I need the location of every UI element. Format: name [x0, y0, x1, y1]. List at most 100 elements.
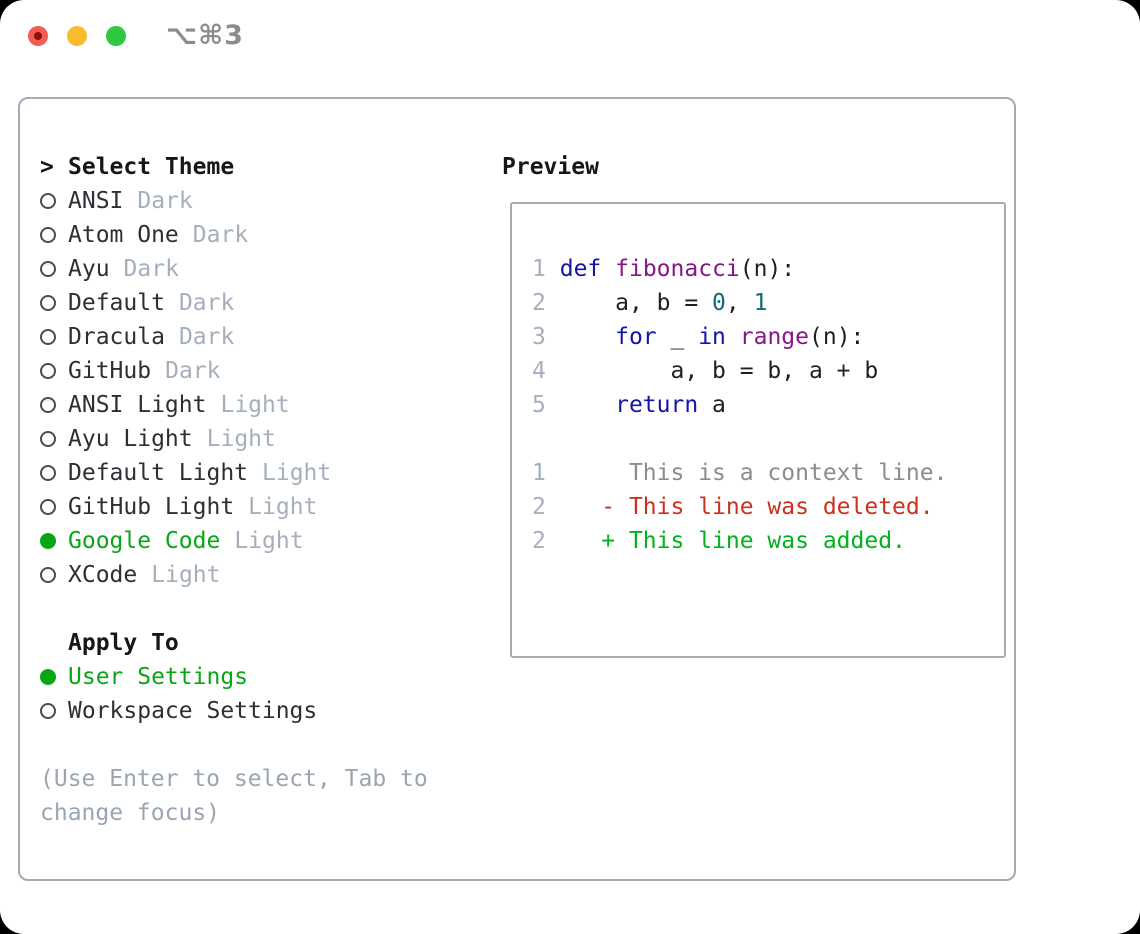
code-token-keyword: for: [615, 324, 657, 350]
spacer: [40, 728, 428, 762]
radio-icon: [40, 499, 56, 515]
theme-option[interactable]: Dracula Dark: [40, 320, 428, 354]
help-text-line-2: change focus): [40, 800, 221, 826]
diff-line-deleted: 2 - This line was deleted.: [532, 490, 1004, 524]
radio-icon: [40, 533, 56, 549]
theme-name: Dracula: [68, 324, 165, 350]
theme-selector-column: > Select Theme ANSI Dark Atom One Dark A…: [40, 150, 428, 830]
close-button-icon[interactable]: [28, 26, 48, 46]
code-token-plain: a, b =: [559, 290, 713, 316]
line-number: 2: [532, 290, 546, 316]
line-number: 4: [532, 358, 546, 384]
radio-marker-cell: [40, 397, 68, 413]
titlebar: ⌥⌘3: [0, 0, 1140, 60]
radio-marker-cell: [40, 669, 68, 685]
theme-variant: Light: [234, 528, 304, 554]
apply-to-option[interactable]: User Settings: [40, 660, 428, 694]
code-token-plain: [560, 392, 615, 418]
radio-marker-cell: [40, 261, 68, 277]
line-number: 2: [532, 494, 546, 520]
code-token-plain: (n):: [739, 256, 796, 282]
theme-name: Default: [68, 290, 165, 316]
theme-option[interactable]: Ayu Light Light: [40, 422, 428, 456]
code-token-keyword: in: [698, 324, 726, 350]
code-line: 3 for _ in range(n):: [532, 320, 1004, 354]
diff-line-context: 1 This is a context line.: [532, 456, 1004, 490]
code-token-keyword: return: [615, 392, 699, 418]
radio-marker-cell: [40, 703, 68, 719]
theme-name: Ayu: [68, 256, 110, 282]
code-token-function: range: [739, 324, 810, 350]
radio-marker-cell: [40, 329, 68, 345]
theme-option[interactable]: Ayu Dark: [40, 252, 428, 286]
help-text-line-1: (Use Enter to select, Tab to: [40, 766, 428, 792]
theme-option[interactable]: Google Code Light: [40, 524, 428, 558]
radio-icon: [40, 227, 56, 243]
theme-dialog-panel: > Select Theme ANSI Dark Atom One Dark A…: [18, 97, 1016, 881]
code-token-plain: [560, 324, 615, 350]
theme-name: ANSI Light: [68, 392, 207, 418]
radio-icon: [40, 261, 56, 277]
theme-option[interactable]: ANSI Light Light: [40, 388, 428, 422]
radio-marker-cell: [40, 431, 68, 447]
apply-to-option-label: Workspace Settings: [68, 698, 318, 724]
radio-marker-cell: [40, 533, 68, 549]
theme-option[interactable]: Default Light Light: [40, 456, 428, 490]
theme-variant: Light: [206, 426, 276, 452]
select-theme-heading-row: > Select Theme: [40, 150, 428, 184]
apply-to-heading-row: Apply To: [40, 626, 428, 660]
apply-to-list: User Settings Workspace Settings: [40, 660, 428, 728]
theme-name: Google Code: [68, 528, 221, 554]
code-token-plain: _: [656, 324, 699, 350]
radio-icon: [40, 465, 56, 481]
theme-option[interactable]: GitHub Light Light: [40, 490, 428, 524]
zoom-button-icon[interactable]: [106, 26, 126, 46]
theme-name: GitHub Light: [68, 494, 235, 520]
radio-icon: [40, 431, 56, 447]
preview-heading: Preview: [502, 154, 599, 180]
theme-variant: Light: [248, 494, 318, 520]
radio-icon: [40, 567, 56, 583]
theme-name: Ayu Light: [68, 426, 193, 452]
radio-icon: [40, 193, 56, 209]
theme-option[interactable]: Atom One Dark: [40, 218, 428, 252]
line-number: 1: [532, 256, 546, 282]
radio-icon: [40, 669, 56, 685]
radio-icon: [40, 703, 56, 719]
theme-name: XCode: [68, 562, 138, 588]
line-number: 2: [532, 528, 546, 554]
code-token-plain: [726, 324, 740, 350]
theme-option[interactable]: Default Dark: [40, 286, 428, 320]
theme-variant: Dark: [165, 358, 221, 384]
diff-text: + This line was added.: [559, 528, 906, 554]
theme-option[interactable]: GitHub Dark: [40, 354, 428, 388]
theme-variant: Light: [220, 392, 290, 418]
apply-to-option-label: User Settings: [68, 664, 249, 690]
theme-variant: Light: [151, 562, 221, 588]
theme-variant: Dark: [123, 256, 179, 282]
code-line: 1 def fibonacci(n):: [532, 252, 1004, 286]
code-token-plain: [601, 256, 615, 282]
code-line: 4 a, b = b, a + b: [532, 354, 1004, 388]
diff-line-added: 2 + This line was added.: [532, 524, 1004, 558]
theme-variant: Dark: [137, 188, 193, 214]
radio-icon: [40, 329, 56, 345]
minimize-button-icon[interactable]: [67, 26, 87, 46]
theme-variant: Dark: [178, 290, 235, 316]
code-line: 5 return a: [532, 388, 1004, 422]
radio-icon: [40, 397, 56, 413]
theme-option[interactable]: ANSI Dark: [40, 184, 428, 218]
theme-option[interactable]: XCode Light: [40, 558, 428, 592]
diff-text: This is a context line.: [559, 460, 948, 486]
radio-marker-cell: [40, 567, 68, 583]
apply-to-option[interactable]: Workspace Settings: [40, 694, 428, 728]
radio-marker-cell: [40, 227, 68, 243]
theme-name: ANSI: [68, 188, 124, 214]
select-theme-heading: Select Theme: [68, 154, 235, 180]
code-token-plain: (n):: [809, 324, 865, 350]
code-token-number: 1: [753, 290, 768, 316]
radio-marker-cell: [40, 465, 68, 481]
